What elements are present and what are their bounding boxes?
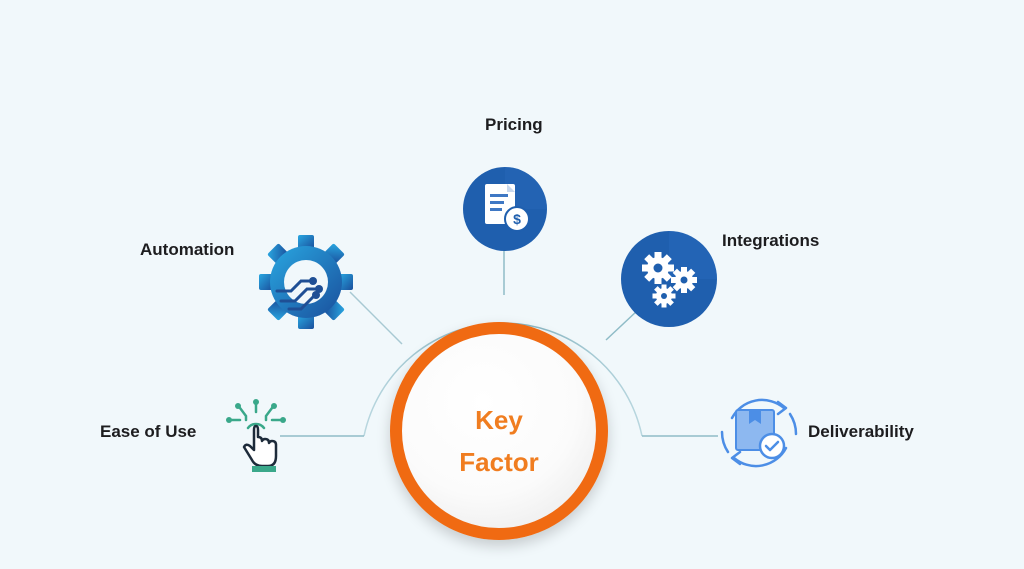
- key-factor-circle: Key Factor: [390, 322, 608, 540]
- center-title-line1: Key: [475, 405, 523, 435]
- touch-hand-icon: [224, 398, 288, 474]
- center-title-line2: Factor: [459, 447, 539, 477]
- gears-icon: [620, 230, 718, 328]
- pricing-label: Pricing: [485, 115, 543, 134]
- integrations-label: Integrations: [722, 231, 820, 250]
- automation-label: Automation: [140, 240, 235, 259]
- package-delivered-icon: [714, 388, 804, 478]
- ease-of-use-label: Ease of Use: [100, 422, 197, 441]
- connector-automation: [349, 291, 403, 345]
- gear-circuit-icon: [257, 233, 355, 331]
- invoice-dollar-icon: $: [462, 166, 548, 252]
- svg-text:$: $: [513, 211, 521, 227]
- deliverability-label: Deliverability: [808, 422, 914, 441]
- connector-integrations: [605, 309, 639, 341]
